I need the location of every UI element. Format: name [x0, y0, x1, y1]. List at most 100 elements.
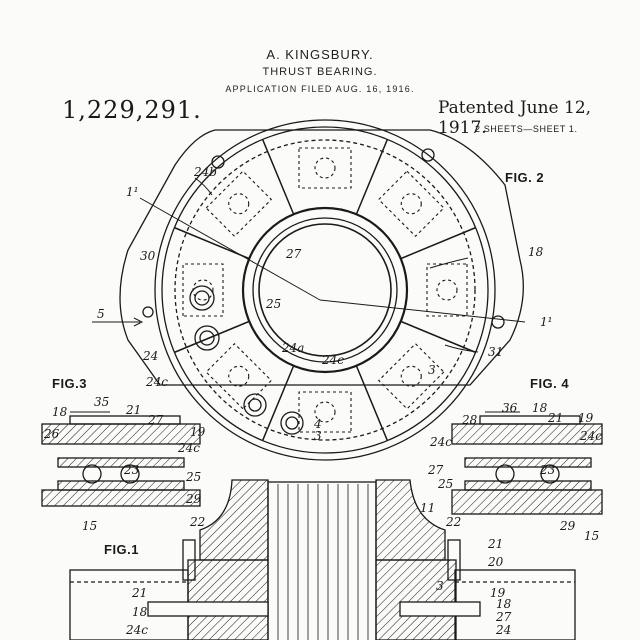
fig3-ball [82, 464, 102, 484]
fig2-shoe-pivot [228, 193, 250, 215]
ref-numeral: 30 [140, 249, 156, 263]
fig2-bore-inner [258, 223, 392, 357]
ref-numeral: 21 [547, 411, 563, 425]
fig2-level-bolt [280, 411, 304, 435]
fig2-bore [252, 217, 398, 363]
fig4-race [464, 480, 592, 491]
fig1-drawing [69, 479, 576, 640]
fig2-label: FIG. 2 [505, 170, 545, 185]
fig4-label: FIG. 4 [530, 376, 570, 391]
fig3-label: FIG.3 [52, 376, 88, 391]
fig2-shoe-pivot [314, 157, 336, 179]
ref-numeral: 29 [559, 519, 576, 533]
fig1-shoe-left [147, 601, 269, 617]
ref-numeral: 21 [131, 586, 147, 600]
ref-numeral: 24c [321, 353, 344, 367]
fig3-race [57, 480, 185, 491]
fig1-runner-left [187, 559, 269, 640]
patented-date: Patented June 12, 1917. [438, 98, 592, 138]
ref-numeral: 19 [578, 411, 594, 425]
fig2-shoe-pivot [192, 279, 214, 301]
fig2-shoe-outline [298, 147, 352, 189]
fig2-shoe-pivot [314, 401, 336, 423]
ref-numeral: 25 [437, 477, 453, 491]
fig2-shoe-pivot [400, 193, 422, 215]
fig1-runner-right [375, 559, 457, 640]
fig2-level-bolt [189, 285, 215, 311]
ref-numeral: 24c [125, 623, 148, 637]
ref-numeral: 18 [532, 401, 548, 415]
fig2-segment-divider [174, 320, 250, 354]
fig1-shoe-right [399, 601, 481, 617]
fig2-segment-divider [355, 365, 389, 441]
ref-numeral: 24c [145, 375, 168, 389]
ref-numeral: 21 [487, 537, 503, 551]
ref-numeral: 24 [142, 349, 158, 363]
ref-numeral: 18 [132, 605, 148, 619]
ref-numeral: 26 [43, 427, 60, 441]
fig2-leader [194, 177, 213, 196]
fig2-outer-ring [154, 119, 496, 461]
fig2-shoe-outline [377, 170, 445, 238]
ref-numeral: 29 [185, 492, 202, 506]
ref-numeral: 20 [487, 555, 504, 569]
fig2-level-bolt [194, 290, 210, 306]
ref-numeral: 23 [539, 463, 556, 477]
fig2-shoe-pivot [400, 365, 422, 387]
fig2-shoe-outline [205, 342, 273, 410]
ref-numeral: 35 [94, 395, 109, 409]
fig2-shoe-ring [174, 139, 476, 441]
fig2-segment-divider [261, 139, 295, 215]
ref-numeral: 28 [461, 413, 478, 427]
fig2-bolt-hole [491, 315, 505, 329]
fig4-race [464, 457, 592, 468]
fig1-label: FIG.1 [104, 542, 140, 557]
application-date: APPLICATION FILED AUG. 16, 1916. [225, 84, 415, 94]
ref-numeral: 27 [427, 463, 444, 477]
ref-numeral: 23 [123, 463, 140, 477]
ref-numeral: 15 [82, 519, 97, 533]
fig2-shoe-outline [205, 170, 273, 238]
ref-numeral: 18 [528, 245, 544, 259]
ref-numeral: 19 [490, 586, 506, 600]
ref-numeral: 4 [313, 417, 322, 431]
fig2-inner-ring [241, 206, 409, 374]
fig2-segment-divider [400, 226, 476, 260]
fig2-shoe-outline [298, 391, 352, 433]
ref-numeral: 24 [495, 623, 511, 637]
ref-numeral: 19 [190, 425, 206, 439]
fig4-base [451, 489, 603, 515]
fig2-bolt-hole [421, 148, 435, 162]
fig2-level-bolt [194, 325, 220, 351]
fig3-race [57, 457, 185, 468]
fig4-drawing [451, 411, 603, 515]
ref-numeral: 11 [420, 501, 435, 515]
fig2-segment-divider [355, 139, 389, 215]
ref-numeral: 22 [445, 515, 461, 529]
fig3-shoe [41, 423, 201, 445]
fig2-shoe-outline [377, 342, 445, 410]
ref-numeral: 25 [185, 470, 201, 484]
fig2-leader [429, 257, 469, 269]
fig1-bolt [182, 539, 196, 581]
ref-numeral: 21 [125, 403, 141, 417]
fig3-plate [69, 415, 181, 425]
ref-numeral: 27 [495, 610, 512, 624]
ref-numeral: 1¹ [126, 185, 138, 199]
fig2-level-bolt [248, 398, 262, 412]
fig2-shoe-outline [426, 263, 468, 317]
fig3-ball [120, 464, 140, 484]
fig2-section-line [319, 299, 526, 323]
reference-numerals: 1¹ 24b 30 27 18 25 5 1¹ 24 24a 24c 31 24… [43, 165, 602, 637]
fig1-collar [375, 479, 446, 561]
fig2-shoe-pivot [228, 365, 250, 387]
fig3-drawing [41, 411, 201, 507]
ref-numeral: 5 [97, 307, 105, 321]
ref-numeral: 24c [579, 429, 602, 443]
ref-numeral: 24c [177, 441, 200, 455]
patent-subject: THRUST BEARING. [262, 66, 378, 78]
fig2-level-bolt [199, 330, 215, 346]
ref-numeral: 3 [428, 363, 436, 377]
